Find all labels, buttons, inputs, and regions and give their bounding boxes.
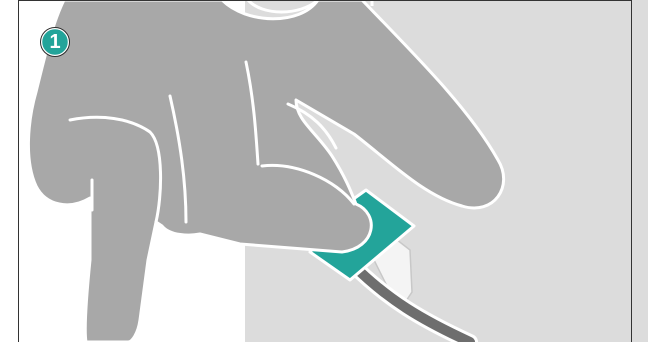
step-number: 1 (40, 27, 70, 57)
step-badge: 1 (40, 27, 70, 57)
